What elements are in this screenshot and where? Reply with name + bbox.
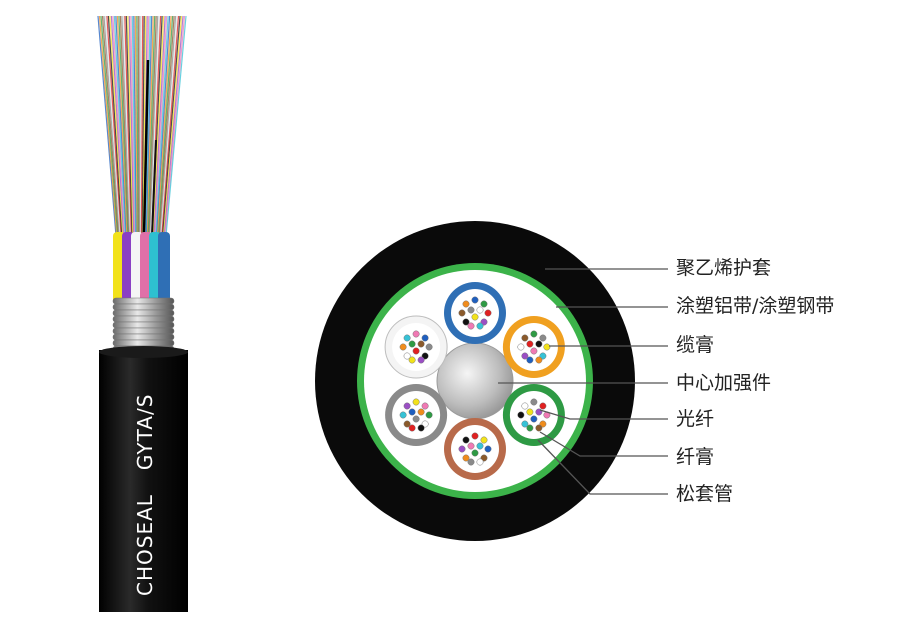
label-coated-tape: 涂塑铝带/涂塑钢带 [676, 295, 835, 317]
loose-tube [384, 315, 448, 379]
loose-tube [444, 418, 506, 480]
label-pe-sheath: 聚乙烯护套 [676, 257, 772, 279]
loose-tube [385, 384, 448, 446]
loose-tubes-side [113, 232, 170, 306]
jacket-edge [99, 346, 188, 358]
loose-tube [502, 316, 565, 378]
label-fiber-filling-gel: 纤膏 [676, 446, 715, 468]
label-cable-filling-compound: 缆膏 [676, 334, 715, 356]
jacket-print: CHOSEALGYTA/S [133, 394, 157, 596]
label-optical-fiber: 光纤 [676, 408, 715, 430]
cable-jacket [99, 350, 188, 612]
label-central-strength-member: 中心加强件 [676, 372, 772, 394]
cross-section [315, 221, 635, 541]
leader-lines [498, 268, 668, 495]
loose-tube [502, 384, 565, 446]
fiber-bundle [97, 15, 187, 237]
loose-tube [444, 282, 506, 344]
label-loose-tube: 松套管 [676, 483, 734, 505]
central-strength-member [436, 342, 514, 420]
